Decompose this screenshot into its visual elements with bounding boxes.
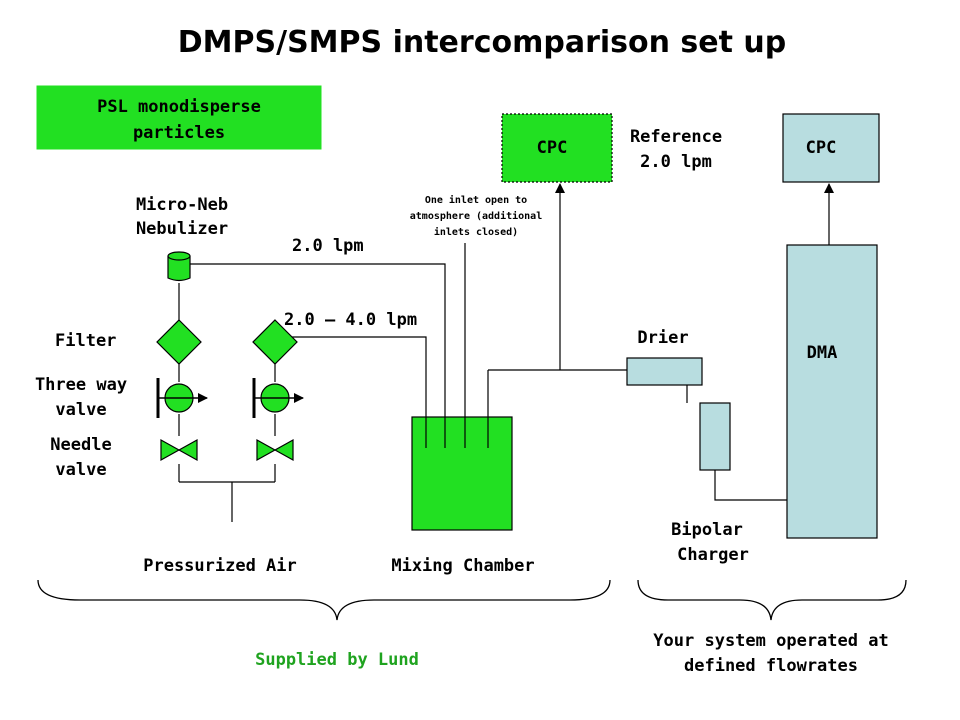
needle-valve-label-line1: Needle xyxy=(50,435,111,455)
psl-label-line2: particles xyxy=(133,123,225,143)
inlet-note-line3: inlets closed) xyxy=(434,226,518,238)
bipolar-charger-label-line2: Charger xyxy=(677,545,749,565)
cpc-system-box xyxy=(782,113,880,183)
drier-box xyxy=(626,357,703,386)
nebulizer-label-line1: Micro-Neb xyxy=(136,195,228,215)
diagram-title: DMPS/SMPS intercomparison set up xyxy=(178,25,786,60)
brace-supplied-by-lund xyxy=(37,579,611,621)
reference-label-line1: Reference xyxy=(630,127,722,147)
your-system-label-line2: defined flowrates xyxy=(684,656,858,676)
psl-box xyxy=(36,85,322,150)
needle-valve-left-icon xyxy=(160,438,198,462)
mixing-chamber-box xyxy=(411,416,513,531)
dma-label: DMA xyxy=(807,343,838,363)
filter-left-icon xyxy=(156,319,202,365)
dma-box xyxy=(786,244,878,539)
nebulizer-icon xyxy=(167,251,191,282)
three-way-valve-left-icon xyxy=(156,378,208,418)
bipolar-charger-label-line1: Bipolar xyxy=(671,520,743,540)
mixing-chamber-label: Mixing Chamber xyxy=(391,556,534,576)
bipolar-charger-box xyxy=(699,402,731,471)
brace-your-system xyxy=(637,579,907,621)
flow-mid-label: 2.0 – 4.0 lpm xyxy=(284,310,417,330)
cpc-reference-box xyxy=(501,113,613,183)
three-way-valve-right-icon xyxy=(252,378,304,418)
your-system-label-line1: Your system operated at xyxy=(653,631,888,651)
pipe-network xyxy=(178,183,834,522)
inlet-note-line2: atmosphere (additional xyxy=(410,210,542,222)
three-way-valve-label-line2: valve xyxy=(55,400,106,420)
three-way-valve-label-line1: Three way xyxy=(35,375,127,395)
cpc-reference-label: CPC xyxy=(537,138,568,158)
nebulizer-label-line2: Nebulizer xyxy=(136,219,228,239)
psl-label-line1: PSL monodisperse xyxy=(97,97,261,117)
reference-label-line2: 2.0 lpm xyxy=(640,152,712,172)
needle-valve-label-line2: valve xyxy=(55,460,106,480)
filter-right-icon xyxy=(252,319,298,365)
drier-label: Drier xyxy=(637,328,688,348)
filter-label: Filter xyxy=(55,331,116,351)
cpc-system-label: CPC xyxy=(806,138,837,158)
supplied-by-lund-label: Supplied by Lund xyxy=(255,650,419,670)
pressurized-air-label: Pressurized Air xyxy=(143,556,297,576)
inlet-note-line1: One inlet open to xyxy=(425,194,527,206)
needle-valve-right-icon xyxy=(256,438,294,462)
flow-top-label: 2.0 lpm xyxy=(292,236,364,256)
